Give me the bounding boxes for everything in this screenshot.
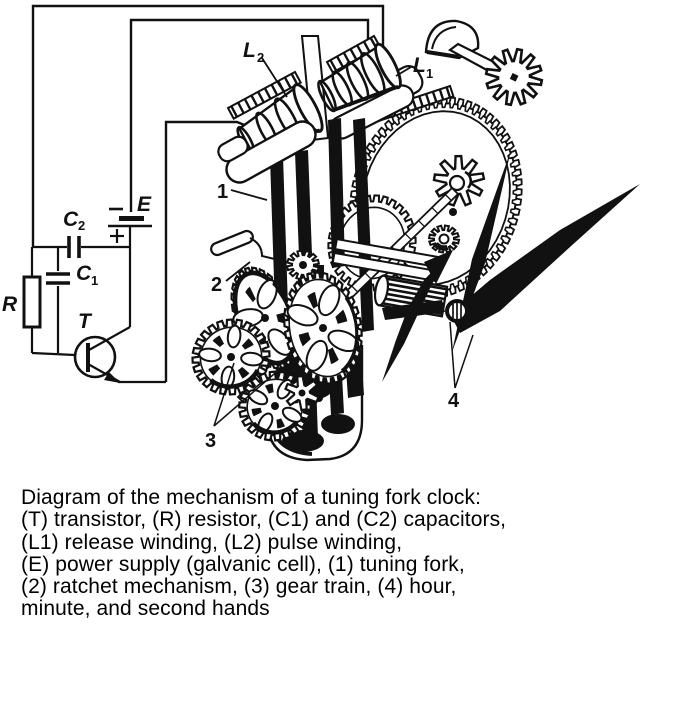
- svg-text:3: 3: [205, 430, 216, 452]
- svg-text:1: 1: [426, 66, 433, 81]
- svg-text:2: 2: [257, 50, 264, 65]
- svg-text:L: L: [413, 54, 426, 77]
- svg-text:E: E: [137, 193, 152, 216]
- svg-text:2: 2: [211, 274, 222, 296]
- svg-text:C: C: [63, 208, 79, 231]
- svg-text:4: 4: [448, 390, 460, 412]
- svg-text:1: 1: [217, 181, 228, 203]
- svg-text:L: L: [243, 39, 256, 62]
- svg-text:T: T: [78, 310, 93, 333]
- svg-text:R: R: [2, 293, 18, 316]
- svg-text:C: C: [76, 262, 92, 285]
- svg-text:1: 1: [91, 273, 98, 288]
- svg-text:2: 2: [78, 218, 85, 233]
